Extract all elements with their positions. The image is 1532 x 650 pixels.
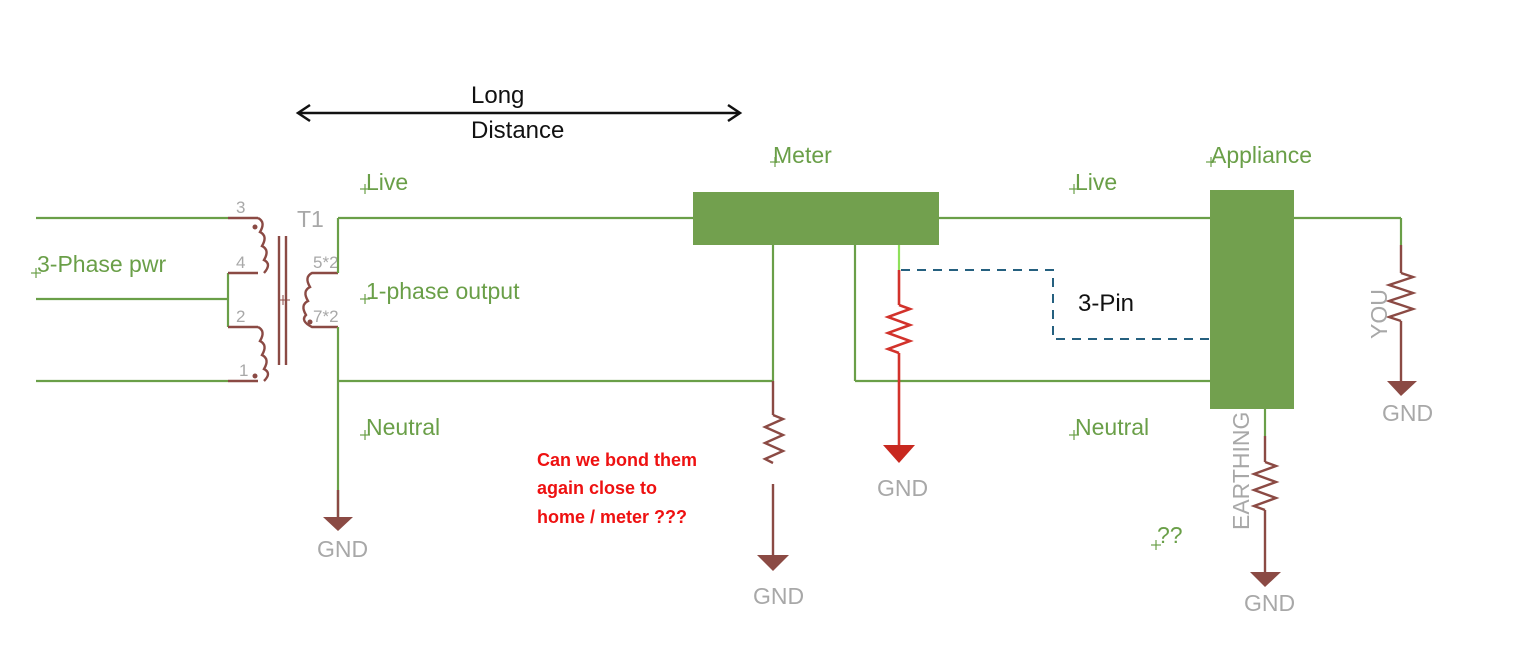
primary-leads <box>228 216 258 383</box>
pin-label-7x2: 7*2 <box>313 307 339 326</box>
long-distance-label-line2: Distance <box>471 117 564 144</box>
meter-earth-resistor <box>883 245 915 463</box>
live-label-right: Live <box>1075 169 1117 195</box>
gnd-label-left: GND <box>317 536 368 562</box>
three-phase-label: 3-Phase pwr <box>37 251 166 277</box>
pin-label-1: 1 <box>239 361 248 380</box>
ground-symbol-left <box>323 490 353 531</box>
bond-question-line1: Can we bond them <box>537 450 697 470</box>
gnd-label-you: GND <box>1382 400 1433 426</box>
neutral-label-right: Neutral <box>1075 414 1149 440</box>
you-label: YOU <box>1366 289 1392 339</box>
gnd-label-earthing: GND <box>1244 590 1295 616</box>
three-pin-dashed-link <box>901 269 1209 340</box>
bond-question-line2: again close to <box>537 478 657 498</box>
meter-earth-wire <box>853 245 1211 383</box>
transformer-secondary-coil <box>302 271 338 329</box>
bond-question-line3: home / meter ??? <box>537 507 687 527</box>
neutral-wire-left <box>336 327 773 520</box>
neutral-label-left: Neutral <box>366 414 440 440</box>
transformer-primary-coil-top <box>252 216 270 274</box>
appliance-block <box>1210 190 1294 409</box>
pin-label-3: 3 <box>236 198 245 217</box>
transformer-primary-coil-bottom <box>252 325 270 382</box>
live-wire-left <box>336 216 693 273</box>
gnd-label-bond: GND <box>753 583 804 609</box>
you-resistor <box>1294 216 1417 396</box>
bond-resistor <box>757 381 789 571</box>
earthing-label: EARTHING <box>1228 412 1254 530</box>
input-wires <box>36 216 230 383</box>
gnd-label-meter: GND <box>877 475 928 501</box>
pin-label-5x2: 5*2 <box>313 253 339 272</box>
transformer-name: T1 <box>297 206 324 232</box>
unknown-label: ?? <box>1157 522 1183 548</box>
meter-block <box>693 192 939 245</box>
output-label: 1-phase output <box>366 278 520 304</box>
three-pin-label: 3-Pin <box>1078 290 1134 317</box>
pin-label-4: 4 <box>236 253 245 272</box>
transformer-core <box>277 236 290 365</box>
live-label-left: Live <box>366 169 408 195</box>
pin-label-2: 2 <box>236 307 245 326</box>
long-distance-arrow <box>295 103 743 123</box>
meter-label: Meter <box>773 142 832 168</box>
long-distance-label-line1: Long <box>471 82 524 109</box>
appliance-label: Appliance <box>1211 142 1312 168</box>
earthing-resistor <box>1250 409 1281 587</box>
